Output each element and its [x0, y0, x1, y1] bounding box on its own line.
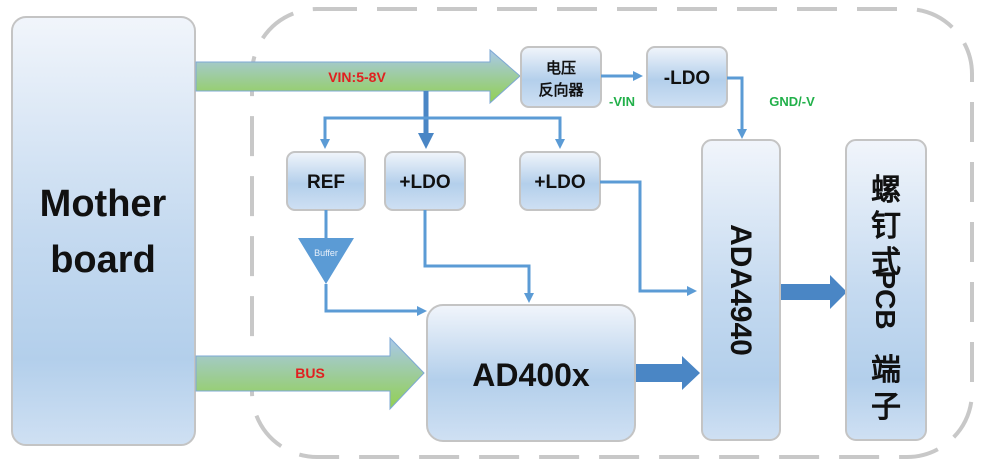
inverter-label-line2: 反向器 — [538, 81, 584, 99]
motherboard-block: Mother board — [11, 16, 196, 446]
vin-distribution-wires — [320, 91, 565, 149]
adc-block: AD400x — [426, 304, 636, 442]
amp-to-terminal-arrow — [781, 275, 847, 309]
motherboard-label-line1: Mother — [40, 183, 167, 225]
adc-to-amp-arrow — [636, 356, 700, 390]
terminal-pcb-text: PCB — [870, 270, 901, 329]
terminal-char-6: 子 — [871, 390, 901, 425]
pos-ldo-1-label: +LDO — [399, 172, 450, 193]
neg-ldo-to-amp-wire — [727, 76, 747, 139]
motherboard-label-line2: board — [50, 239, 156, 281]
adc-label: AD400x — [472, 357, 590, 393]
terminal-char-3: 式 — [871, 245, 901, 280]
vin-signal-label: VIN:5-8V — [328, 69, 386, 85]
terminal-char-2: 钉 — [871, 209, 901, 244]
buffer-to-adc-wire — [324, 284, 427, 316]
vin-fat-arrow: VIN:5-8V — [195, 48, 521, 105]
pos-ldo-2-label: +LDO — [534, 172, 585, 193]
amp-label: ADA4940 — [724, 224, 757, 356]
buffer-label: Buffer — [314, 248, 338, 258]
amp-block: ADA4940 — [701, 139, 781, 441]
ref-block: REF — [286, 151, 366, 211]
neg-ldo-label: -LDO — [664, 68, 710, 89]
pos-ldo-block-1: +LDO — [384, 151, 466, 211]
neg-ldo-block: -LDO — [646, 46, 728, 108]
inverter-label-line1: 电压 — [546, 59, 576, 77]
pos-ldo-1-to-adc-wire — [423, 210, 534, 303]
neg-vin-signal-label: -VIN — [609, 94, 635, 109]
gnd-neg-v-signal-label: GND/-V — [769, 94, 815, 109]
bus-fat-arrow: BUS — [195, 336, 425, 411]
screw-terminal-block: 螺 钉 式 PCB 端 子 — [845, 139, 927, 441]
voltage-inverter-block: 电压 反向器 — [520, 46, 602, 108]
bus-signal-label: BUS — [295, 365, 325, 381]
terminal-char-5: 端 — [871, 353, 901, 388]
ref-label: REF — [307, 172, 345, 193]
terminal-char-1: 螺 — [871, 173, 901, 208]
pos-ldo-2-to-amp-wire — [600, 180, 697, 296]
pos-ldo-block-2: +LDO — [519, 151, 601, 211]
buffer-triangle: Buffer — [298, 238, 354, 284]
module-boundary — [250, 7, 974, 459]
